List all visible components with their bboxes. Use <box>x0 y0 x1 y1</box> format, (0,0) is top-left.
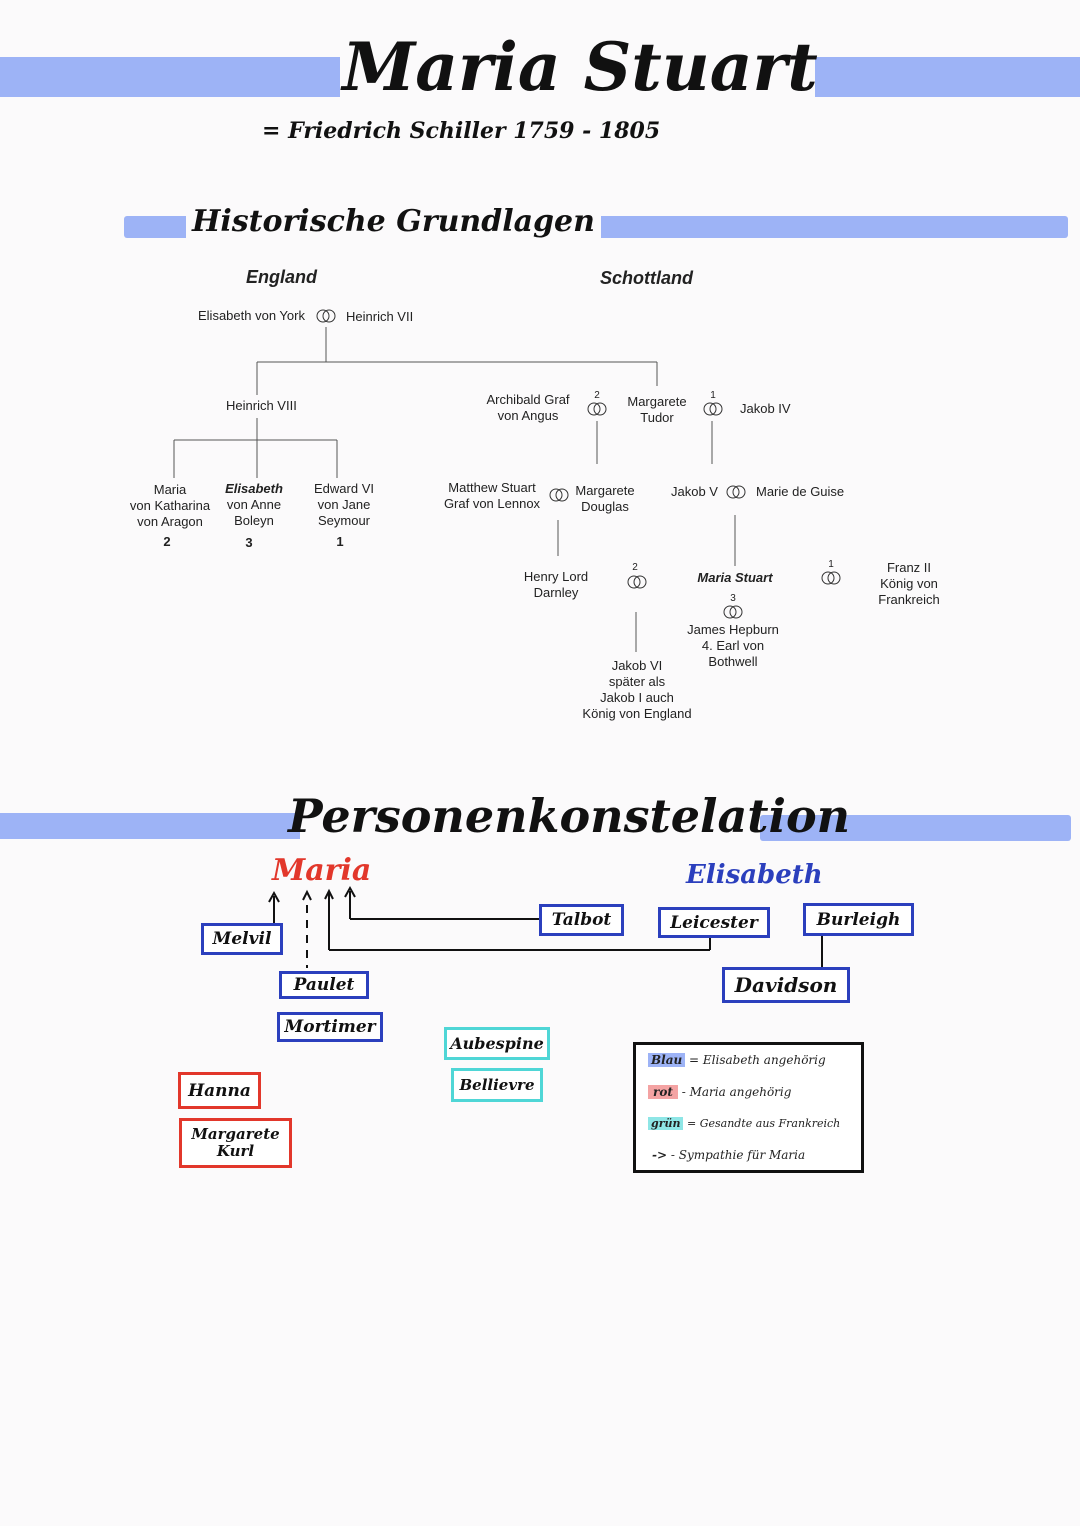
person-box-paulet: Paulet <box>279 971 369 999</box>
person-box-aubespine: Aubespine <box>444 1027 550 1060</box>
person-heinrich-vii: Heinrich VII <box>346 309 414 324</box>
arrow-icon: -> <box>652 1148 668 1162</box>
succession-number: 1 <box>336 534 344 549</box>
person-maria-stuart: Maria Stuart <box>697 570 773 585</box>
marriage-number: 1 <box>710 390 716 401</box>
marriage-ring-icon <box>316 309 336 323</box>
legend-row-blue: Blau = Elisabeth angehörig <box>648 1053 826 1067</box>
marriage-ring-icon <box>587 402 607 416</box>
person-box-melvil: Melvil <box>201 923 283 955</box>
marriage-number: 2 <box>594 390 600 401</box>
section-band-constellation-right <box>760 815 1071 841</box>
marriage-number: 1 <box>828 559 834 570</box>
marriage-ring-icon <box>703 402 723 416</box>
succession-number: 2 <box>163 534 171 549</box>
label-scotland: Schottland <box>600 268 693 288</box>
person-box-leicester: Leicester <box>658 907 770 938</box>
legend-row-red: rot - Maria angehörig <box>648 1085 791 1099</box>
page-title: Maria Stuart <box>342 28 818 106</box>
legend-row-arrow: -> - Sympathie für Maria <box>652 1148 806 1162</box>
section-title-history: Historische Grundlagen <box>186 204 601 239</box>
marriage-ring-icon <box>821 571 841 585</box>
section-title-constellation: Personenkonstelation <box>288 789 851 843</box>
marriage-number: 2 <box>632 562 638 573</box>
person-jakob-v: Jakob V <box>671 484 718 499</box>
person-box-talbot: Talbot <box>539 904 624 936</box>
person-jakob-iv: Jakob IV <box>740 401 791 416</box>
author-line: = Friedrich Schiller 1759 - 1805 <box>262 118 661 144</box>
section-band-constellation-left <box>0 813 300 839</box>
marriage-ring-icon <box>726 485 746 499</box>
succession-number: 3 <box>245 535 253 550</box>
marriage-ring-icon <box>723 605 743 619</box>
legend: Blau = Elisabeth angehörig rot - Maria a… <box>633 1042 864 1173</box>
person-box-davidson: Davidson <box>722 967 850 1003</box>
title-band-left <box>0 57 340 97</box>
marriage-number: 3 <box>730 593 736 604</box>
person-box-bellievre: Bellievre <box>451 1068 543 1102</box>
person-box-mortimer: Mortimer <box>277 1012 383 1042</box>
title-band-right <box>815 57 1080 97</box>
person-elisabeth-york: Elisabeth von York <box>198 308 305 323</box>
label-england: England <box>246 267 317 287</box>
person-heinrich-viii: Heinrich VIII <box>226 398 297 413</box>
marriage-ring-icon <box>549 488 569 502</box>
person-box-burleigh: Burleigh <box>803 903 914 936</box>
person-marie-de-guise: Marie de Guise <box>756 484 845 499</box>
heading-maria: Maria <box>272 853 372 888</box>
person-box-hanna: Hanna <box>178 1072 261 1109</box>
marriage-ring-icon <box>627 575 647 589</box>
heading-elisabeth: Elisabeth <box>686 860 823 890</box>
legend-row-green: grün = Gesandte aus Frankreich <box>648 1117 840 1130</box>
